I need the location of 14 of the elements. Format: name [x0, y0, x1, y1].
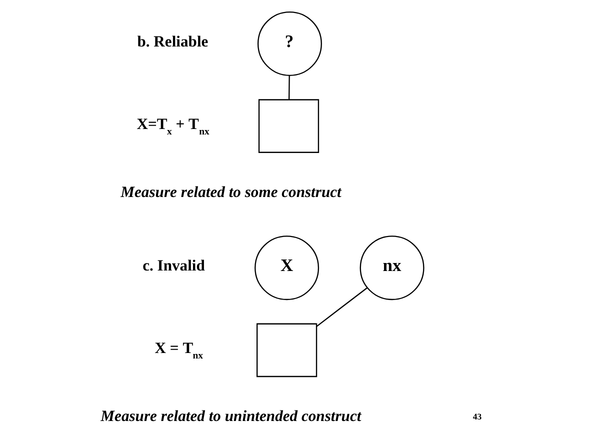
- label: X=T$_{x}$ + T$_{nx}$: [136, 116, 209, 138]
- label: 43: [472, 412, 482, 422]
- node-circle: X: [254, 236, 319, 300]
- label: Measure related to unintended construct: [100, 408, 361, 426]
- connector: [288, 76, 290, 100]
- node-circle: ?: [256, 11, 322, 76]
- label: X = T$_{nx}$: [154, 340, 203, 362]
- node-box: [256, 323, 317, 378]
- connector: [316, 287, 367, 327]
- label: Measure related to some construct: [120, 184, 341, 202]
- node-circle: nx: [359, 236, 424, 300]
- label: b. Reliable: [136, 33, 208, 50]
- node-box: [258, 99, 319, 153]
- label: c. Invalid: [142, 258, 204, 275]
